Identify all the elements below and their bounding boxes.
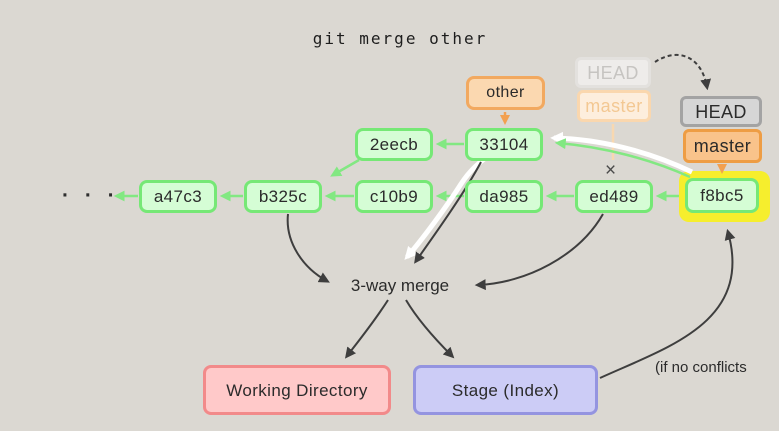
- arrow-3way-to-stage: [405, 299, 455, 359]
- head-label-new-text: HEAD: [695, 101, 747, 122]
- if-no-conflicts-label: (if no conflicts: [655, 359, 747, 376]
- stage-index-label: Stage (Index): [451, 380, 560, 400]
- commit-node-f8bc5: f8bc5: [685, 178, 759, 213]
- branch-label-other: other: [466, 76, 545, 110]
- stage-index-box: Stage (Index): [413, 365, 598, 415]
- three-way-merge-label: 3-way merge: [350, 276, 450, 295]
- working-directory-box: Working Directory: [203, 365, 391, 415]
- master-label-new: master: [683, 129, 762, 163]
- commit-label: 33104: [479, 135, 529, 154]
- commit-label: da985: [479, 187, 529, 206]
- branch-label-other-text: other: [486, 84, 525, 101]
- commit-label: f8bc5: [700, 186, 744, 205]
- commit-label: 2eecb: [369, 135, 419, 154]
- diagram-title: git merge other: [312, 29, 488, 48]
- master-label-old-text: master: [585, 96, 643, 116]
- commit-node-a47c3: a47c3: [139, 180, 217, 213]
- commit-node-33104: 33104: [465, 128, 543, 161]
- working-directory-label: Working Directory: [226, 380, 368, 400]
- head-label-old-text: HEAD: [587, 62, 639, 83]
- commit-node-ed489: ed489: [575, 180, 653, 213]
- commit-label: c10b9: [369, 187, 419, 206]
- arrow-33104-to-3way: [414, 161, 482, 264]
- master-label-old: master: [577, 90, 651, 122]
- commit-node-c10b9: c10b9: [355, 180, 433, 213]
- arrow-b325c-to-3way: [286, 213, 330, 283]
- commit-node-2eecb: 2eecb: [355, 128, 433, 161]
- arrow-2eecb-to-b325c: [330, 158, 360, 177]
- arrow-3way-to-working-directory: [344, 299, 389, 359]
- commit-label: ed489: [589, 187, 639, 206]
- history-ellipsis: · · ·: [62, 184, 120, 207]
- head-label-old: HEAD: [575, 57, 651, 88]
- commit-node-b325c: b325c: [244, 180, 322, 213]
- old-ref-deleted-mark: ×: [605, 160, 617, 181]
- head-move-dashed-arrow: [654, 53, 712, 91]
- commit-node-da985: da985: [465, 180, 543, 213]
- head-label-new: HEAD: [680, 96, 762, 127]
- master-label-new-text: master: [693, 136, 752, 156]
- arrow-ed489-to-3way: [474, 213, 604, 291]
- commit-label: b325c: [258, 187, 308, 206]
- commit-label: a47c3: [153, 187, 203, 206]
